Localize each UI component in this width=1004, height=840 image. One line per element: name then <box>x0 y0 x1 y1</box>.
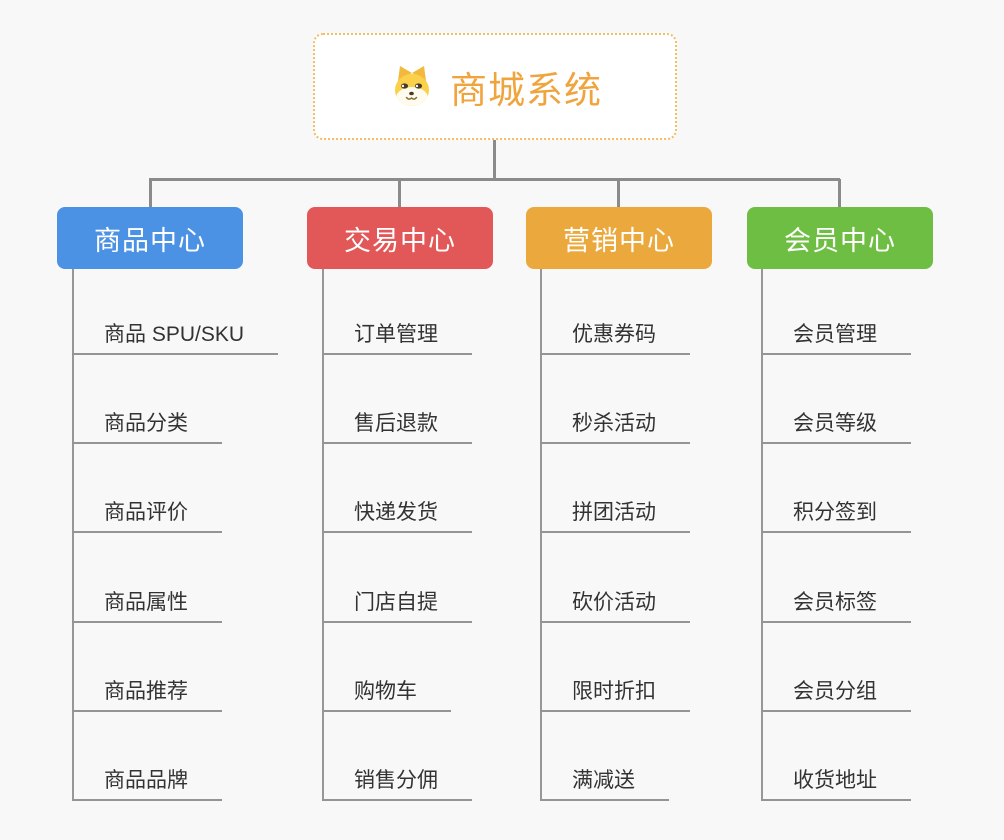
mindmap-child-node[interactable]: 限时折扣 <box>540 672 690 712</box>
branch-connector-line <box>398 179 401 209</box>
branch-spine-line <box>540 269 542 801</box>
mindmap-child-node[interactable]: 快递发货 <box>322 493 472 533</box>
branch-spine-line <box>761 269 763 801</box>
branch-spine-line <box>322 269 324 801</box>
mindmap-child-node[interactable]: 拼团活动 <box>540 493 690 533</box>
mindmap-child-node[interactable]: 砍价活动 <box>540 583 690 623</box>
mindmap-child-node[interactable]: 收货地址 <box>761 761 911 801</box>
mindmap-child-node[interactable]: 会员等级 <box>761 404 911 444</box>
mindmap-child-node[interactable]: 商品属性 <box>72 583 222 623</box>
mindmap-child-node[interactable]: 商品推荐 <box>72 672 222 712</box>
mindmap-child-node[interactable]: 秒杀活动 <box>540 404 690 444</box>
trunk-connector-line <box>149 178 840 181</box>
branch-spine-line <box>72 269 74 801</box>
mindmap-child-node[interactable]: 销售分佣 <box>322 761 472 801</box>
mindmap-child-node[interactable]: 商品品牌 <box>72 761 222 801</box>
root-connector-line <box>493 140 496 179</box>
mindmap-child-node[interactable]: 门店自提 <box>322 583 472 623</box>
mindmap-child-node[interactable]: 订单管理 <box>322 315 472 355</box>
branch-node-trade-center[interactable]: 交易中心 <box>307 207 493 269</box>
shiba-dog-icon <box>395 65 429 106</box>
mindmap-child-node[interactable]: 商品 SPU/SKU <box>72 315 279 355</box>
mindmap-child-node[interactable]: 积分签到 <box>761 493 911 533</box>
mindmap-child-node[interactable]: 会员分组 <box>761 672 911 712</box>
mindmap-child-node[interactable]: 购物车 <box>322 672 451 712</box>
mindmap-child-node[interactable]: 商品分类 <box>72 404 222 444</box>
mindmap-child-node[interactable]: 会员管理 <box>761 315 911 355</box>
mindmap-child-node[interactable]: 满减送 <box>540 761 669 801</box>
mindmap-child-node[interactable]: 优惠券码 <box>540 315 690 355</box>
branch-connector-line <box>617 179 620 209</box>
branch-node-member-center[interactable]: 会员中心 <box>747 207 933 269</box>
root-node[interactable]: 商城系统 <box>313 33 677 140</box>
root-node-label: 商城系统 <box>450 69 602 111</box>
branch-node-product-center[interactable]: 商品中心 <box>57 207 243 269</box>
mindmap-child-node[interactable]: 会员标签 <box>761 583 911 623</box>
branch-node-marketing-center[interactable]: 营销中心 <box>526 207 712 269</box>
mindmap-child-node[interactable]: 商品评价 <box>72 493 222 533</box>
branch-connector-line <box>149 179 152 209</box>
branch-connector-line <box>838 179 841 209</box>
mindmap-child-node[interactable]: 售后退款 <box>322 404 472 444</box>
